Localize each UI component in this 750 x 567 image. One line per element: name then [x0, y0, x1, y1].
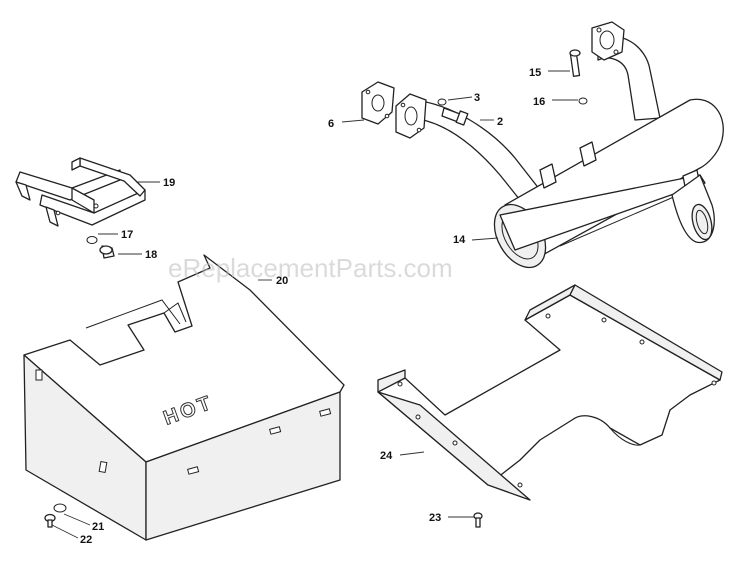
callout-labels: 2 3 6 14 15 16 17 18 19 20 21 22 23 24: [80, 67, 545, 546]
screw-18: [99, 245, 115, 259]
washer-17: [86, 236, 98, 244]
callout-14: 14: [453, 234, 466, 246]
washer-3: [437, 98, 447, 106]
bolt-15: [569, 49, 581, 77]
callout-17: 17: [121, 229, 133, 241]
screw-22: [44, 513, 56, 528]
callout-20: 20: [276, 275, 288, 287]
callout-18: 18: [145, 249, 157, 261]
watermark-text: eReplacementParts.com: [168, 253, 453, 283]
mounting-plate-24: [377, 284, 723, 501]
callout-3: 3: [474, 92, 480, 104]
callout-16: 16: [533, 96, 545, 108]
callout-19: 19: [163, 177, 175, 189]
bolt-2: [441, 107, 469, 126]
callout-22: 22: [80, 534, 92, 546]
screw-23: [473, 512, 483, 528]
callout-23: 23: [429, 512, 441, 524]
callout-6: 6: [328, 118, 334, 130]
callout-21: 21: [92, 521, 104, 533]
callout-2: 2: [497, 116, 503, 128]
callout-24: 24: [380, 450, 393, 462]
callout-15: 15: [529, 67, 541, 79]
washer-21: [53, 503, 67, 513]
leader-lines: [51, 70, 578, 539]
washer-16: [578, 97, 588, 105]
bracket-19: [15, 157, 146, 227]
heat-shield-20: HOT: [23, 254, 345, 541]
muffler-assembly: [361, 21, 724, 269]
